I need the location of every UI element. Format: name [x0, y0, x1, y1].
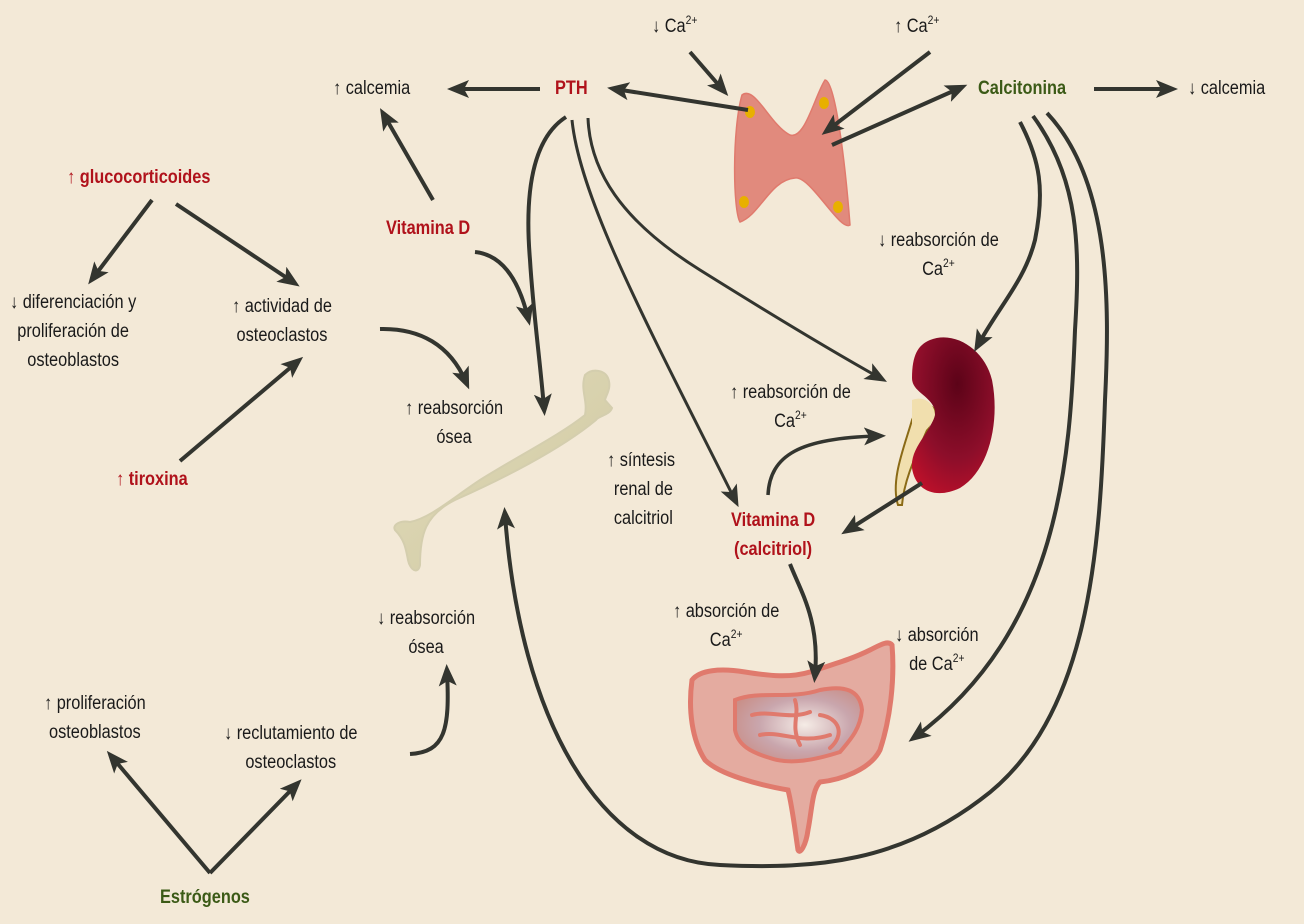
up-arrow-icon: ↑: [673, 601, 682, 622]
intestine-illustration: [688, 640, 896, 854]
up-arrow-icon: ↑: [607, 450, 616, 471]
calcemia-increase-label: ↑ calcemia: [333, 78, 411, 99]
down-arrow-icon: ↓: [895, 625, 904, 646]
arrow-pth-to-bone: [526, 115, 568, 416]
up-arrow-icon: ↑: [232, 296, 241, 317]
reabsorcion-osea-increase-label: ↑ reabsorción ósea: [405, 398, 504, 448]
down-arrow-icon: ↓: [652, 16, 661, 37]
proliferacion-osteoblastos-label: ↑ proliferación osteoblastos: [44, 693, 146, 743]
arrow-estrogenos-to-proliferacion: [106, 750, 212, 875]
arrow-pth-to-kidney: [586, 117, 887, 382]
arrow-thyroid-to-pth: [607, 82, 749, 112]
sintesis-calcitriol-label: ↑ síntesis renal de calcitriol: [607, 450, 676, 529]
estrogenos-label: Estrógenos: [160, 887, 250, 908]
up-arrow-icon: ↑: [405, 398, 414, 419]
arrow-estrogenos-to-reclutamiento: [208, 779, 302, 875]
up-arrow-icon: ↑: [333, 78, 342, 99]
arrow-ca-down-to-thyroid: [688, 50, 729, 97]
arrow-thyroid-to-calcitonina: [831, 84, 968, 147]
glucocorticoides-label: ↑ glucocorticoides: [67, 167, 211, 188]
calcitonina-label: Calcitonina: [978, 78, 1067, 99]
bone-illustration: [393, 369, 614, 572]
actividad-osteoclastos-label: ↑ actividad de osteoclastos: [232, 296, 332, 346]
reabsorcion-ca-increase-label: ↑ reabsorción de Ca2+: [730, 382, 851, 432]
arrow-kidney-to-calcitriol: [841, 481, 924, 535]
absorcion-increase-label: ↑ absorción de Ca2+: [673, 601, 780, 651]
arrow-gluco-to-diferenciacion: [88, 198, 154, 285]
arrow-vitd-to-bone: [474, 250, 534, 326]
parathyroid-dot: [833, 201, 843, 213]
arrow-calcitonina-to-kidney: [974, 121, 1042, 353]
arrow-calcitriol-to-intestine: [788, 563, 826, 683]
down-arrow-icon: ↓: [224, 723, 233, 744]
ca-increase-label: ↑ Ca2+: [894, 13, 940, 37]
arrow-ca-up-to-thyroid: [821, 50, 932, 135]
reclutamiento-osteoclastos-label: ↓ reclutamiento de osteoclastos: [224, 723, 358, 773]
arrow-reclutamiento-to-reabsorcion: [409, 664, 457, 756]
arrows: [88, 50, 1178, 875]
vitamina-d-label: Vitamina D: [386, 218, 471, 239]
thyroid-gland-illustration: [733, 79, 851, 227]
up-arrow-icon: ↑: [67, 167, 76, 188]
parathyroid-dot: [819, 97, 829, 109]
down-arrow-icon: ↓: [878, 230, 887, 251]
calcemia-decrease-label: ↓ calcemia: [1188, 78, 1266, 99]
up-arrow-icon: ↑: [894, 16, 903, 37]
up-arrow-icon: ↑: [116, 469, 125, 490]
arrow-gluco-to-actividad: [174, 202, 300, 287]
reabsorcion-ca-decrease-label: ↓ reabsorción de Ca2+: [878, 230, 999, 280]
arrow-vitd-to-calcemia: [380, 108, 435, 201]
calcitriol-label: Vitamina D (calcitriol): [731, 510, 816, 560]
up-arrow-icon: ↑: [730, 382, 739, 403]
arrow-calcitonina-to-bone: [497, 111, 1109, 869]
arrow-calcitonina-to-intestine: [908, 114, 1080, 742]
pth-label: PTH: [555, 78, 588, 99]
reabsorcion-osea-decrease-label: ↓ reabsorción ósea: [377, 608, 476, 658]
up-arrow-icon: ↑: [44, 693, 53, 714]
arrow-pth-to-calcitriol: [570, 119, 739, 508]
ca-decrease-label: ↓ Ca2+: [652, 13, 698, 37]
tiroxina-label: ↑ tiroxina: [116, 469, 188, 490]
down-arrow-icon: ↓: [1188, 78, 1197, 99]
diferenciacion-label: ↓ diferenciación y proliferación de oste…: [10, 292, 137, 371]
down-arrow-icon: ↓: [10, 292, 19, 313]
parathyroid-dot: [739, 196, 749, 208]
down-arrow-icon: ↓: [377, 608, 386, 629]
arrow-calcitriol-to-kidney: [766, 427, 886, 496]
arrow-tiroxina-to-actividad: [178, 356, 304, 463]
arrow-actividad-to-reabsorcion: [379, 326, 470, 390]
kidney-illustration: [894, 337, 995, 506]
absorcion-decrease-label: ↓ absorción de Ca2+: [895, 625, 979, 675]
